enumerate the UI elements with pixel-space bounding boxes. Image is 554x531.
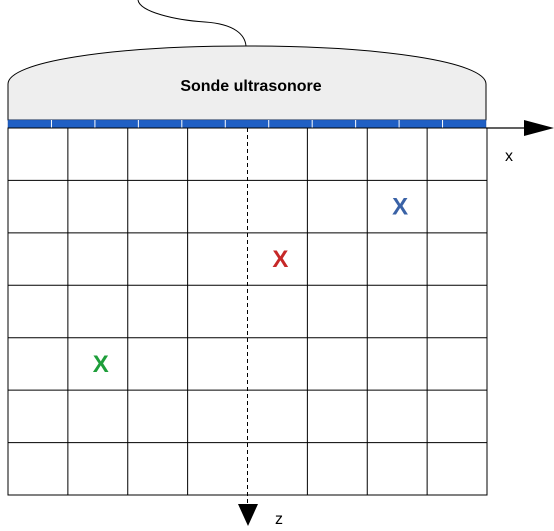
marker-blue: X bbox=[392, 194, 408, 221]
marker-green: X bbox=[93, 351, 109, 378]
z-axis-arrowhead bbox=[238, 504, 258, 526]
probe-cable bbox=[137, 0, 247, 47]
z-axis-label: z bbox=[275, 511, 283, 528]
target-markers: X X X bbox=[93, 194, 408, 378]
probe-body bbox=[7, 45, 487, 121]
x-axis-arrowhead bbox=[524, 120, 554, 136]
transducer-array bbox=[7, 119, 487, 129]
transducer-element-dividers bbox=[50, 120, 444, 128]
marker-red: X bbox=[272, 246, 288, 273]
x-axis-label: x bbox=[505, 148, 513, 165]
probe-label: Sonde ultrasonore bbox=[180, 78, 321, 95]
